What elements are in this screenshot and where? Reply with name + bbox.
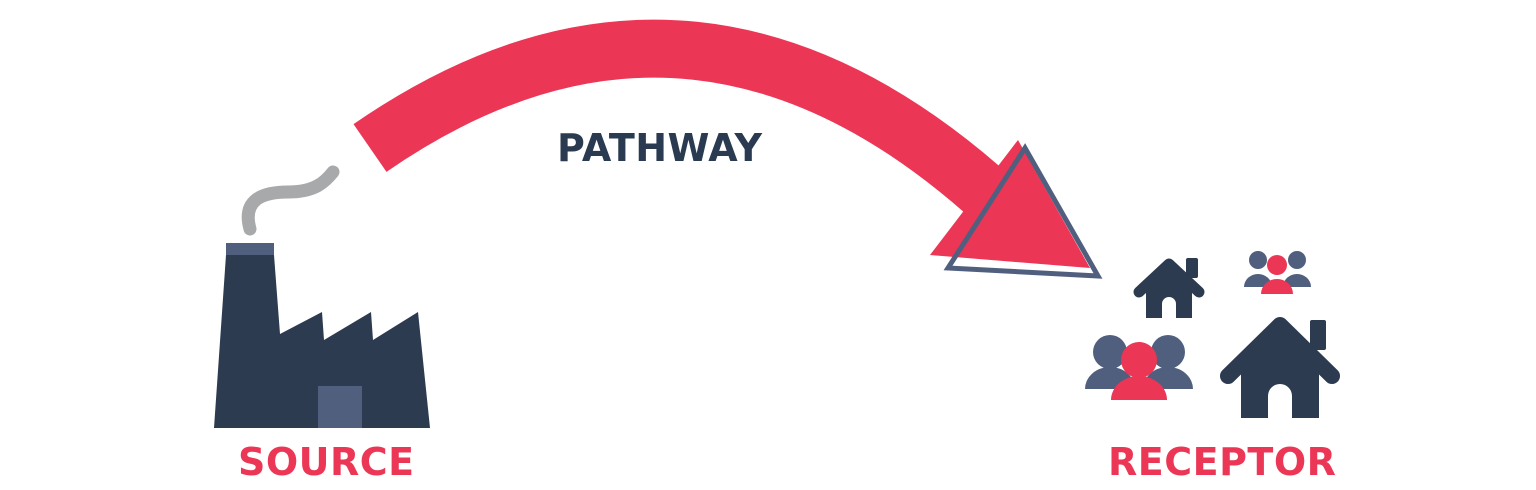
chimney-cap (226, 243, 274, 255)
factory-icon (214, 165, 430, 428)
pathway-label: PATHWAY (557, 126, 763, 170)
pathway-arrow (353, 19, 1103, 279)
pathway-arrow-head-outline (943, 143, 1103, 279)
pathway-arrow-shaft (353, 19, 1030, 237)
house-icon-small (1133, 258, 1205, 318)
factory-building (214, 255, 430, 428)
source-label: SOURCE (238, 440, 415, 484)
people-group-icon-large (1085, 335, 1193, 400)
receptor-label: RECEPTOR (1108, 440, 1337, 484)
factory-door (318, 386, 362, 428)
smoke-icon (241, 165, 340, 236)
house-icon-large (1220, 317, 1340, 418)
people-group-icon-small (1244, 251, 1311, 294)
